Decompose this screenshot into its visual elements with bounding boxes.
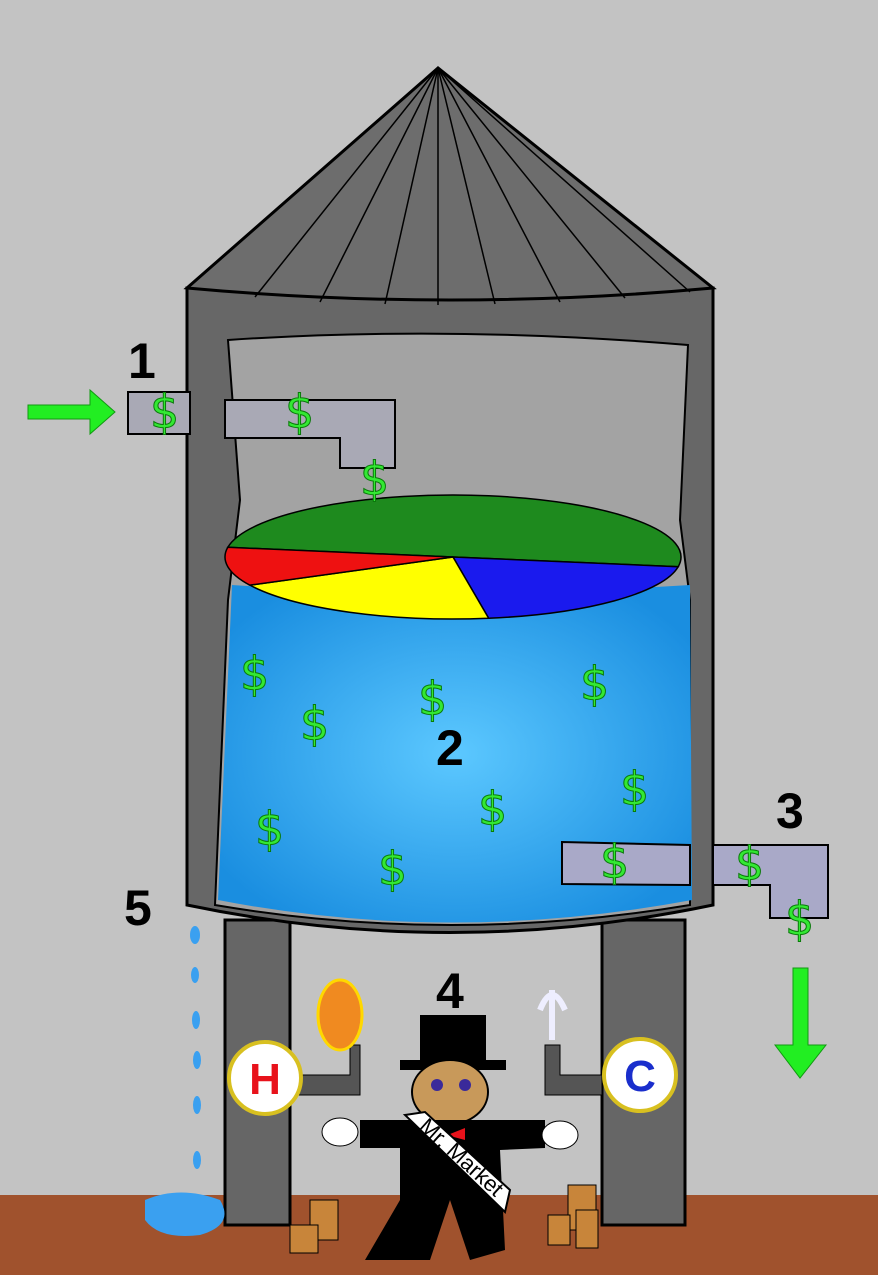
label-4: 4 <box>436 963 464 1019</box>
svg-text:$: $ <box>150 385 179 439</box>
inflow-arrow-icon <box>27 388 116 436</box>
flame-icon <box>316 978 364 1052</box>
water-reservoir <box>218 585 692 923</box>
svg-text:$: $ <box>240 647 269 701</box>
svg-text:$: $ <box>255 802 284 856</box>
label-3: 3 <box>776 783 804 839</box>
svg-text:$: $ <box>600 835 629 889</box>
pie-chart <box>224 494 682 620</box>
svg-text:$: $ <box>360 452 389 506</box>
outflow-arrow-icon <box>773 967 828 1079</box>
svg-text:$: $ <box>785 892 814 946</box>
svg-text:$: $ <box>285 385 314 439</box>
water-spray-icon <box>537 990 568 1040</box>
outlet-pipe <box>561 840 829 919</box>
hot-label: H <box>249 1055 281 1104</box>
svg-text:$: $ <box>580 657 609 711</box>
svg-text:$: $ <box>378 842 407 896</box>
svg-text:$: $ <box>620 762 649 816</box>
cold-label: C <box>624 1052 656 1101</box>
label-5: 5 <box>124 880 152 936</box>
pie-slice <box>247 556 490 620</box>
hot-valve: H <box>227 978 364 1116</box>
svg-text:$: $ <box>300 697 329 751</box>
mr-market-character: Mr. Market <box>321 1015 579 1260</box>
label-2: 2 <box>436 720 464 776</box>
pie-slice <box>451 556 680 620</box>
svg-text:$: $ <box>418 672 447 726</box>
pill-bottles <box>289 1184 599 1254</box>
leak-drips <box>145 926 225 1236</box>
svg-text:$: $ <box>735 837 764 891</box>
inlet-pipe <box>127 391 396 469</box>
silo-roof <box>183 66 717 305</box>
dollar-icons: $ $ $ $ $ $ $ $ $ $ $ $ $ $ <box>150 385 815 947</box>
cold-valve: C <box>537 990 678 1113</box>
pie-slice <box>224 546 454 586</box>
pie-slice <box>226 494 682 568</box>
svg-text:$: $ <box>478 782 507 836</box>
label-1: 1 <box>128 333 156 389</box>
